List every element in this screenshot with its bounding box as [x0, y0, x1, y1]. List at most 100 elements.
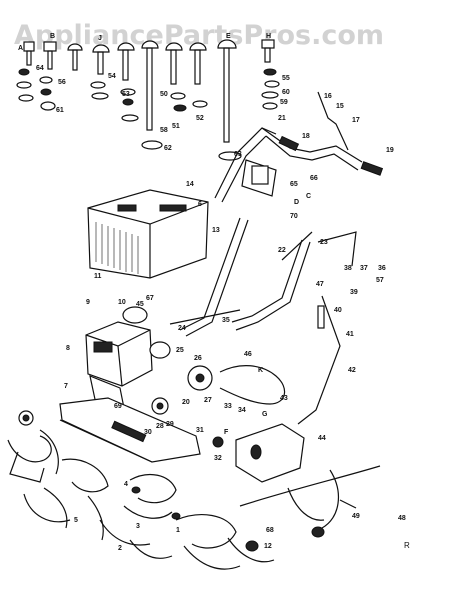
callout-61: 61 [56, 107, 64, 114]
callout-39: 39 [350, 289, 358, 296]
callout-2: 2 [118, 545, 122, 552]
engine [85, 306, 171, 409]
callout-D: D [294, 199, 299, 206]
callout-70: 70 [290, 213, 298, 220]
callout-18: 18 [302, 133, 310, 140]
callout-25: 25 [176, 347, 184, 354]
callout-5: 5 [74, 517, 78, 524]
callout-6: 6 [198, 201, 202, 208]
callout-13: 13 [212, 227, 220, 234]
callout-57: 57 [376, 277, 384, 284]
callout-65: 65 [290, 181, 298, 188]
callout-56: 56 [58, 79, 66, 86]
callout-23: 23 [320, 239, 328, 246]
callout-17: 17 [352, 117, 360, 124]
bolt-10 [261, 39, 275, 63]
callout-28: 28 [156, 423, 164, 430]
side-cover-plate [212, 423, 305, 483]
callout-12: 12 [264, 543, 272, 550]
bolt-1 [23, 41, 35, 66]
callout-A: A [18, 45, 23, 52]
callout-7: 7 [64, 383, 68, 390]
tine-shield [59, 397, 201, 463]
callout-41: 41 [346, 331, 354, 338]
callout-52: 52 [196, 115, 204, 122]
bolt-3 [67, 43, 83, 71]
callout-C: C [306, 193, 311, 200]
bolt-7 [165, 42, 183, 85]
callout-22: 22 [278, 247, 286, 254]
callout-3: 3 [136, 523, 140, 530]
callout-42: 42 [348, 367, 356, 374]
callout-44: 44 [318, 435, 326, 442]
corner-mark: R [404, 541, 410, 550]
bolt-6 [141, 40, 159, 131]
callout-H: H [266, 33, 271, 40]
callout-37: 37 [360, 265, 368, 272]
bolt-9 [217, 39, 237, 143]
bolt-8 [189, 42, 207, 85]
callout-66: 66 [310, 175, 318, 182]
callout-40: 40 [334, 307, 342, 314]
callout-15: 15 [336, 103, 344, 110]
callout-24: 24 [178, 325, 186, 332]
callout-50: 50 [160, 91, 168, 98]
bolt-5 [117, 42, 135, 81]
callout-64: 64 [36, 65, 44, 72]
callout-27: 27 [204, 397, 212, 404]
callout-1: 1 [176, 527, 180, 534]
tines-left [7, 410, 109, 541]
callout-labels: 1 2 3 4 5 6 7 8 9 10 11 12 13 14 15 16 1… [18, 33, 410, 552]
control-rods [297, 231, 357, 425]
tines-lower [99, 465, 381, 570]
callout-10: 10 [118, 299, 126, 306]
callout-53: 53 [122, 91, 130, 98]
callout-K: K [258, 367, 263, 374]
callout-20: 20 [182, 399, 190, 406]
callout-14: 14 [186, 181, 194, 188]
callout-8: 8 [66, 345, 70, 352]
bolt-4 [92, 44, 110, 75]
callout-26: 26 [194, 355, 202, 362]
callout-49: 49 [352, 513, 360, 520]
callout-11: 11 [94, 273, 102, 280]
callout-19: 19 [386, 147, 394, 154]
callout-31: 31 [196, 427, 204, 434]
callout-30: 30 [144, 429, 152, 436]
callout-32: 32 [214, 455, 222, 462]
callout-21: 21 [278, 115, 286, 122]
callout-45: 45 [136, 301, 144, 308]
callout-29: 29 [166, 421, 174, 428]
callout-69: 69 [114, 403, 122, 410]
callout-9: 9 [86, 299, 90, 306]
pulley-belt [151, 365, 286, 415]
bolt-row [23, 39, 275, 143]
callout-59: 59 [280, 99, 288, 106]
callout-47: 47 [316, 281, 324, 288]
callout-35: 35 [222, 317, 230, 324]
callout-63: 63 [234, 151, 242, 158]
callout-68: 68 [266, 527, 274, 534]
callout-G: G [262, 411, 268, 418]
callout-43: 43 [280, 395, 288, 402]
callout-F: F [224, 429, 229, 436]
washer-nut-set [16, 68, 280, 161]
callout-60: 60 [282, 89, 290, 96]
callout-51: 51 [172, 123, 180, 130]
bolt-2 [43, 41, 57, 70]
callout-62: 62 [164, 145, 172, 152]
callout-38: 38 [344, 265, 352, 272]
callout-J: J [98, 35, 102, 42]
callout-54: 54 [108, 73, 116, 80]
callout-33: 33 [224, 403, 232, 410]
callout-B: B [50, 33, 55, 40]
callout-58: 58 [160, 127, 168, 134]
callout-67: 67 [146, 295, 154, 302]
callout-16: 16 [324, 93, 332, 100]
handlebar-assembly [214, 91, 384, 203]
callout-55: 55 [282, 75, 290, 82]
callout-36: 36 [378, 265, 386, 272]
engine-cover [87, 189, 209, 279]
callout-4: 4 [124, 481, 128, 488]
